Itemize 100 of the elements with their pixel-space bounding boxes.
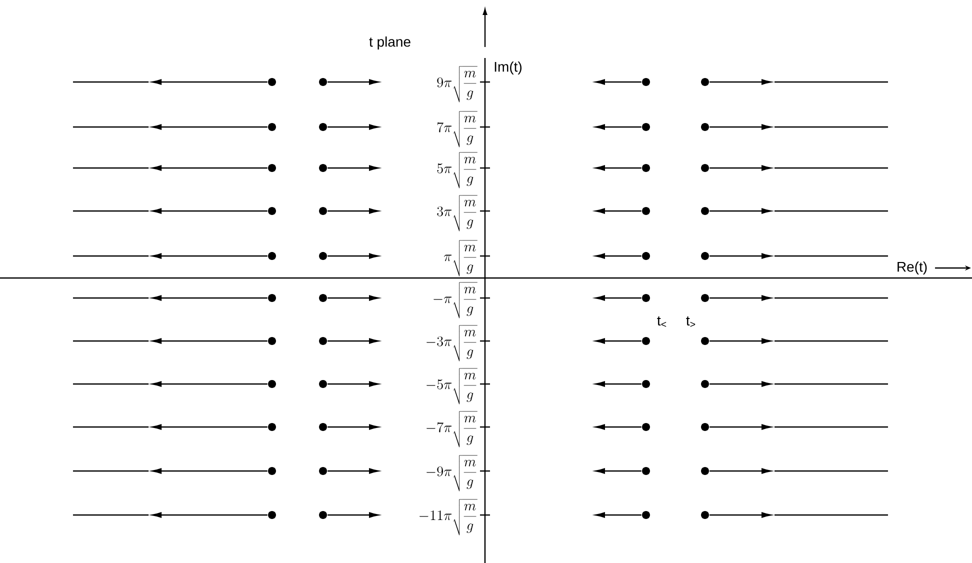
dot	[701, 511, 709, 519]
tick-label: $-11\pi\sqrt{\frac{m}{g}}$	[420, 499, 478, 536]
arrow	[328, 424, 379, 430]
arrow	[710, 124, 772, 130]
arrow	[595, 79, 642, 85]
arrow	[152, 381, 268, 387]
arrow	[595, 165, 642, 171]
dot	[642, 252, 650, 260]
arrow	[595, 338, 642, 344]
arrow	[328, 253, 379, 259]
dot	[319, 164, 327, 172]
arrow	[595, 512, 642, 518]
axis-label: t plane	[369, 36, 410, 50]
arrow	[152, 165, 268, 171]
dot	[319, 467, 327, 475]
arrow	[710, 165, 772, 171]
arrow	[152, 468, 268, 474]
arrow	[710, 253, 772, 259]
dot	[701, 123, 709, 131]
arrow	[152, 208, 268, 214]
arrow	[595, 124, 642, 130]
tick-label: $-7\pi\sqrt{\frac{m}{g}}$	[426, 411, 478, 448]
arrow	[152, 424, 268, 430]
arrow	[595, 295, 642, 301]
arrow	[328, 468, 379, 474]
dot	[701, 467, 709, 475]
axis-label: t$_{>}$	[686, 316, 696, 327]
arrow	[152, 79, 268, 85]
dot	[701, 423, 709, 431]
arrow	[595, 253, 642, 259]
arrow	[152, 253, 268, 259]
dot	[701, 337, 709, 345]
tick-label: $-\pi\sqrt{\frac{m}{g}}$	[434, 282, 478, 318]
arrow	[328, 165, 379, 171]
dot	[701, 78, 709, 86]
arrow	[328, 124, 379, 130]
dot	[642, 123, 650, 131]
arrow	[595, 424, 642, 430]
dot	[268, 123, 276, 131]
dot	[319, 337, 327, 345]
arrow	[595, 381, 642, 387]
tick-label: $\pi\sqrt{\frac{m}{g}}$	[444, 240, 478, 276]
arrow	[328, 512, 379, 518]
arrow	[595, 468, 642, 474]
dot	[701, 207, 709, 215]
dot	[268, 294, 276, 302]
tick-label: $3\pi\sqrt{\frac{m}{g}}$	[437, 195, 478, 232]
arrow	[710, 338, 772, 344]
tick-label: $-9\pi\sqrt{\frac{m}{g}}$	[426, 455, 478, 492]
dot	[319, 123, 327, 131]
dot	[642, 337, 650, 345]
tick-label: $-5\pi\sqrt{\frac{m}{g}}$	[426, 368, 478, 404]
dot	[268, 207, 276, 215]
dot	[268, 337, 276, 345]
tick-label: $9\pi\sqrt{\frac{m}{g}}$	[437, 66, 478, 102]
dot	[701, 294, 709, 302]
arrow	[710, 424, 772, 430]
dot	[268, 164, 276, 172]
arrow	[152, 338, 268, 344]
arrow	[328, 295, 379, 301]
arrow	[595, 208, 642, 214]
arrow	[710, 295, 772, 301]
dot	[701, 164, 709, 172]
arrow	[710, 208, 772, 214]
axis-label: Im(t)	[494, 61, 522, 75]
arrow	[710, 381, 772, 387]
arrow	[152, 295, 268, 301]
arrow	[328, 79, 379, 85]
arrow	[328, 208, 379, 214]
dot	[268, 423, 276, 431]
dot	[319, 511, 327, 519]
arrow	[152, 124, 268, 130]
tick-label: $5\pi\sqrt{\frac{m}{g}}$	[437, 152, 478, 188]
arrow	[328, 338, 379, 344]
arrow	[710, 468, 772, 474]
arrow	[152, 512, 268, 518]
dot	[642, 423, 650, 431]
dot	[319, 252, 327, 260]
axis-label: Re(t)	[898, 261, 927, 275]
dot	[268, 511, 276, 519]
dot	[268, 380, 276, 388]
dot	[319, 207, 327, 215]
dot	[642, 78, 650, 86]
axis-label: t$_{<}$	[657, 316, 666, 327]
tick-label: $7\pi\sqrt{\frac{m}{g}}$	[437, 111, 478, 148]
dot	[319, 380, 327, 388]
dot	[642, 511, 650, 519]
dot	[319, 78, 327, 86]
dot	[268, 252, 276, 260]
dot	[268, 78, 276, 86]
dot	[319, 294, 327, 302]
dot	[642, 207, 650, 215]
dot	[701, 252, 709, 260]
arrow	[328, 381, 379, 387]
dot	[319, 423, 327, 431]
dot	[642, 380, 650, 388]
dot	[642, 164, 650, 172]
arrow	[710, 512, 772, 518]
dot	[642, 294, 650, 302]
dot	[268, 467, 276, 475]
